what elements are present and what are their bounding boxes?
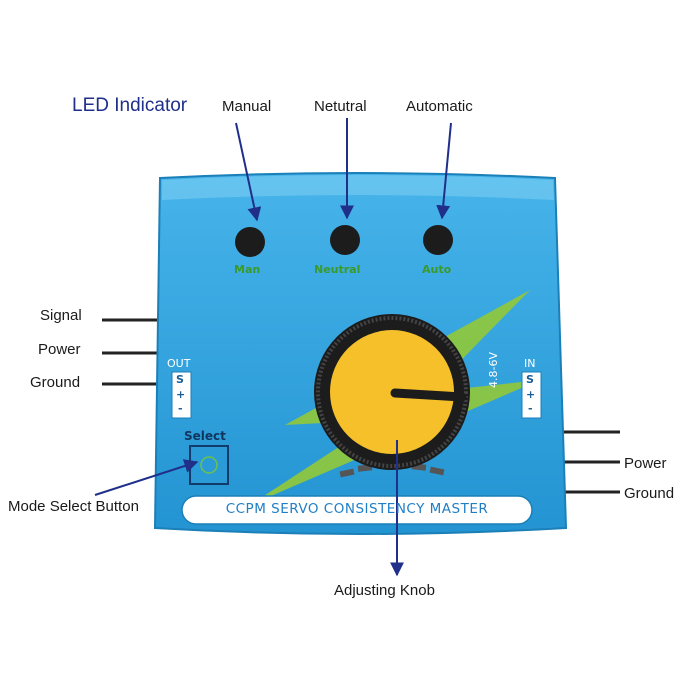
in-voltage-label: 4.8-6V [487, 352, 500, 388]
led-automatic [423, 225, 453, 255]
led-man-text: Man [234, 263, 261, 276]
in-pin-s: S [526, 373, 534, 386]
mode-select-button-dot [200, 456, 218, 474]
led-manual [235, 227, 265, 257]
arrow-manual [235, 122, 262, 222]
led-neutral-text: Neutral [314, 263, 361, 276]
out-pin-plus: + [176, 388, 186, 401]
arrow-automatic [436, 122, 452, 220]
mode-select-button-label: Mode Select Button [8, 498, 139, 515]
power-right-label: Power [624, 455, 667, 472]
out-pin-s: S [176, 373, 184, 386]
adjusting-knob-label: Adjusting Knob [334, 582, 435, 599]
board-top-highlight [162, 175, 554, 200]
output-pin-wires [102, 318, 158, 386]
select-label: Select [184, 429, 226, 443]
led-neutral [330, 225, 360, 255]
manual-label: Manual [222, 98, 272, 115]
in-label: IN [524, 357, 536, 370]
adjusting-knob-pointer [390, 388, 467, 402]
neutral-label: Netutral [314, 98, 367, 115]
led-auto-text: Auto [422, 263, 452, 276]
in-pin-minus: - [528, 402, 533, 415]
product-name-plate [181, 495, 533, 525]
automatic-label: Automatic [406, 98, 473, 115]
in-pin-plus: + [526, 388, 536, 401]
adjusting-knob-teeth [316, 316, 468, 468]
power-left-label: Power [38, 341, 81, 358]
signal-label: Signal [40, 307, 82, 324]
mode-select-button[interactable] [189, 445, 229, 485]
product-name-text: CCPM SERVO CONSISTENCY MASTER [225, 501, 489, 517]
out-pin-minus: - [178, 402, 183, 415]
ground-left-label: Ground [30, 374, 81, 391]
in-pin-box [521, 371, 542, 419]
input-pin-wires [562, 430, 620, 494]
ground-right-label: Ground [624, 485, 675, 502]
out-label: OUT [167, 357, 191, 370]
led-indicator-label: LED Indicator [72, 95, 188, 116]
arrow-mode-select [94, 459, 199, 496]
out-pin-box [171, 371, 192, 419]
callout-arrows [94, 118, 452, 577]
